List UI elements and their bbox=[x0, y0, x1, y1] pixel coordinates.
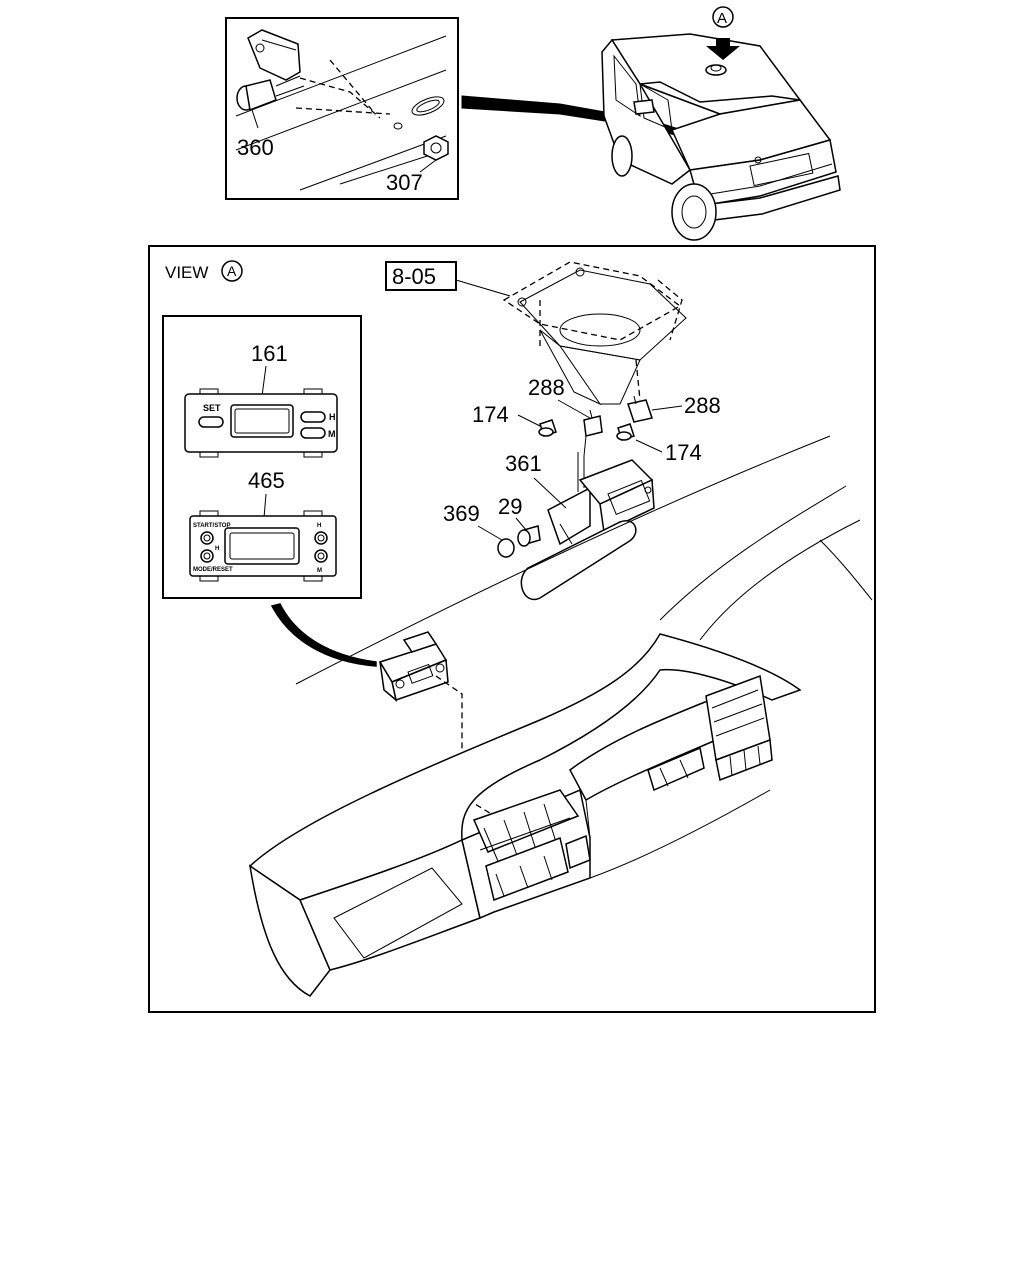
windshield-line-2 bbox=[659, 485, 847, 621]
svg-text:8-05: 8-05 bbox=[392, 264, 436, 289]
switch-pointer-arrow bbox=[270, 603, 377, 667]
view-a-marker-top: A bbox=[706, 6, 740, 60]
windshield-line-1 bbox=[295, 435, 831, 685]
callout-29: 29 bbox=[498, 494, 522, 519]
svg-text:M: M bbox=[328, 429, 336, 439]
callout-288-left: 288 bbox=[528, 375, 565, 400]
svg-text:H: H bbox=[329, 412, 336, 422]
switch-161: SET H M bbox=[184, 388, 338, 458]
svg-text:A: A bbox=[717, 10, 727, 27]
vehicle-illustration bbox=[601, 33, 841, 241]
screw-29 bbox=[517, 525, 541, 547]
bracket-288-right bbox=[627, 395, 653, 423]
callout-465: 465 bbox=[248, 468, 285, 493]
callout-174-right: 174 bbox=[665, 440, 702, 465]
svg-text:MODE/RESET: MODE/RESET bbox=[193, 567, 233, 573]
callout-161: 161 bbox=[251, 341, 288, 366]
svg-text:START/STOP: START/STOP bbox=[193, 523, 230, 529]
switch-variants-inset: 161 SET H M 465 bbox=[162, 315, 362, 599]
a-pillar-line bbox=[699, 519, 861, 641]
switch-465: START/STOP H H MODE/RESET M bbox=[189, 510, 337, 582]
callout-307: 307 bbox=[386, 170, 423, 195]
svg-text:VIEW: VIEW bbox=[165, 263, 208, 282]
svg-text:H: H bbox=[215, 546, 219, 552]
dashboard bbox=[248, 633, 802, 997]
callout-288-right: 288 bbox=[684, 393, 721, 418]
callout-369: 369 bbox=[443, 501, 480, 526]
dash-switch-unit bbox=[378, 631, 449, 702]
svg-text:SET: SET bbox=[203, 403, 221, 413]
cap-369 bbox=[497, 538, 515, 558]
bracket-288-left bbox=[583, 409, 603, 457]
mirror-unit-361 bbox=[520, 452, 655, 601]
svg-text:A: A bbox=[227, 263, 237, 279]
detail-inset-sensor: 360 307 bbox=[225, 17, 459, 200]
screw-174-left bbox=[538, 419, 557, 437]
reference-8-05: 8-05 bbox=[385, 261, 511, 297]
view-a-title: VIEW A bbox=[165, 260, 243, 282]
screw-174-right bbox=[616, 423, 635, 441]
a-pillar-line-2 bbox=[819, 539, 873, 601]
switch-install-line bbox=[435, 675, 499, 819]
overhead-console bbox=[502, 261, 687, 406]
callout-360: 360 bbox=[237, 135, 274, 160]
svg-text:H: H bbox=[317, 523, 321, 529]
callout-361: 361 bbox=[505, 451, 542, 476]
svg-text:M: M bbox=[317, 568, 322, 574]
view-a-frame bbox=[148, 245, 876, 1013]
callout-174-left: 174 bbox=[472, 402, 509, 427]
